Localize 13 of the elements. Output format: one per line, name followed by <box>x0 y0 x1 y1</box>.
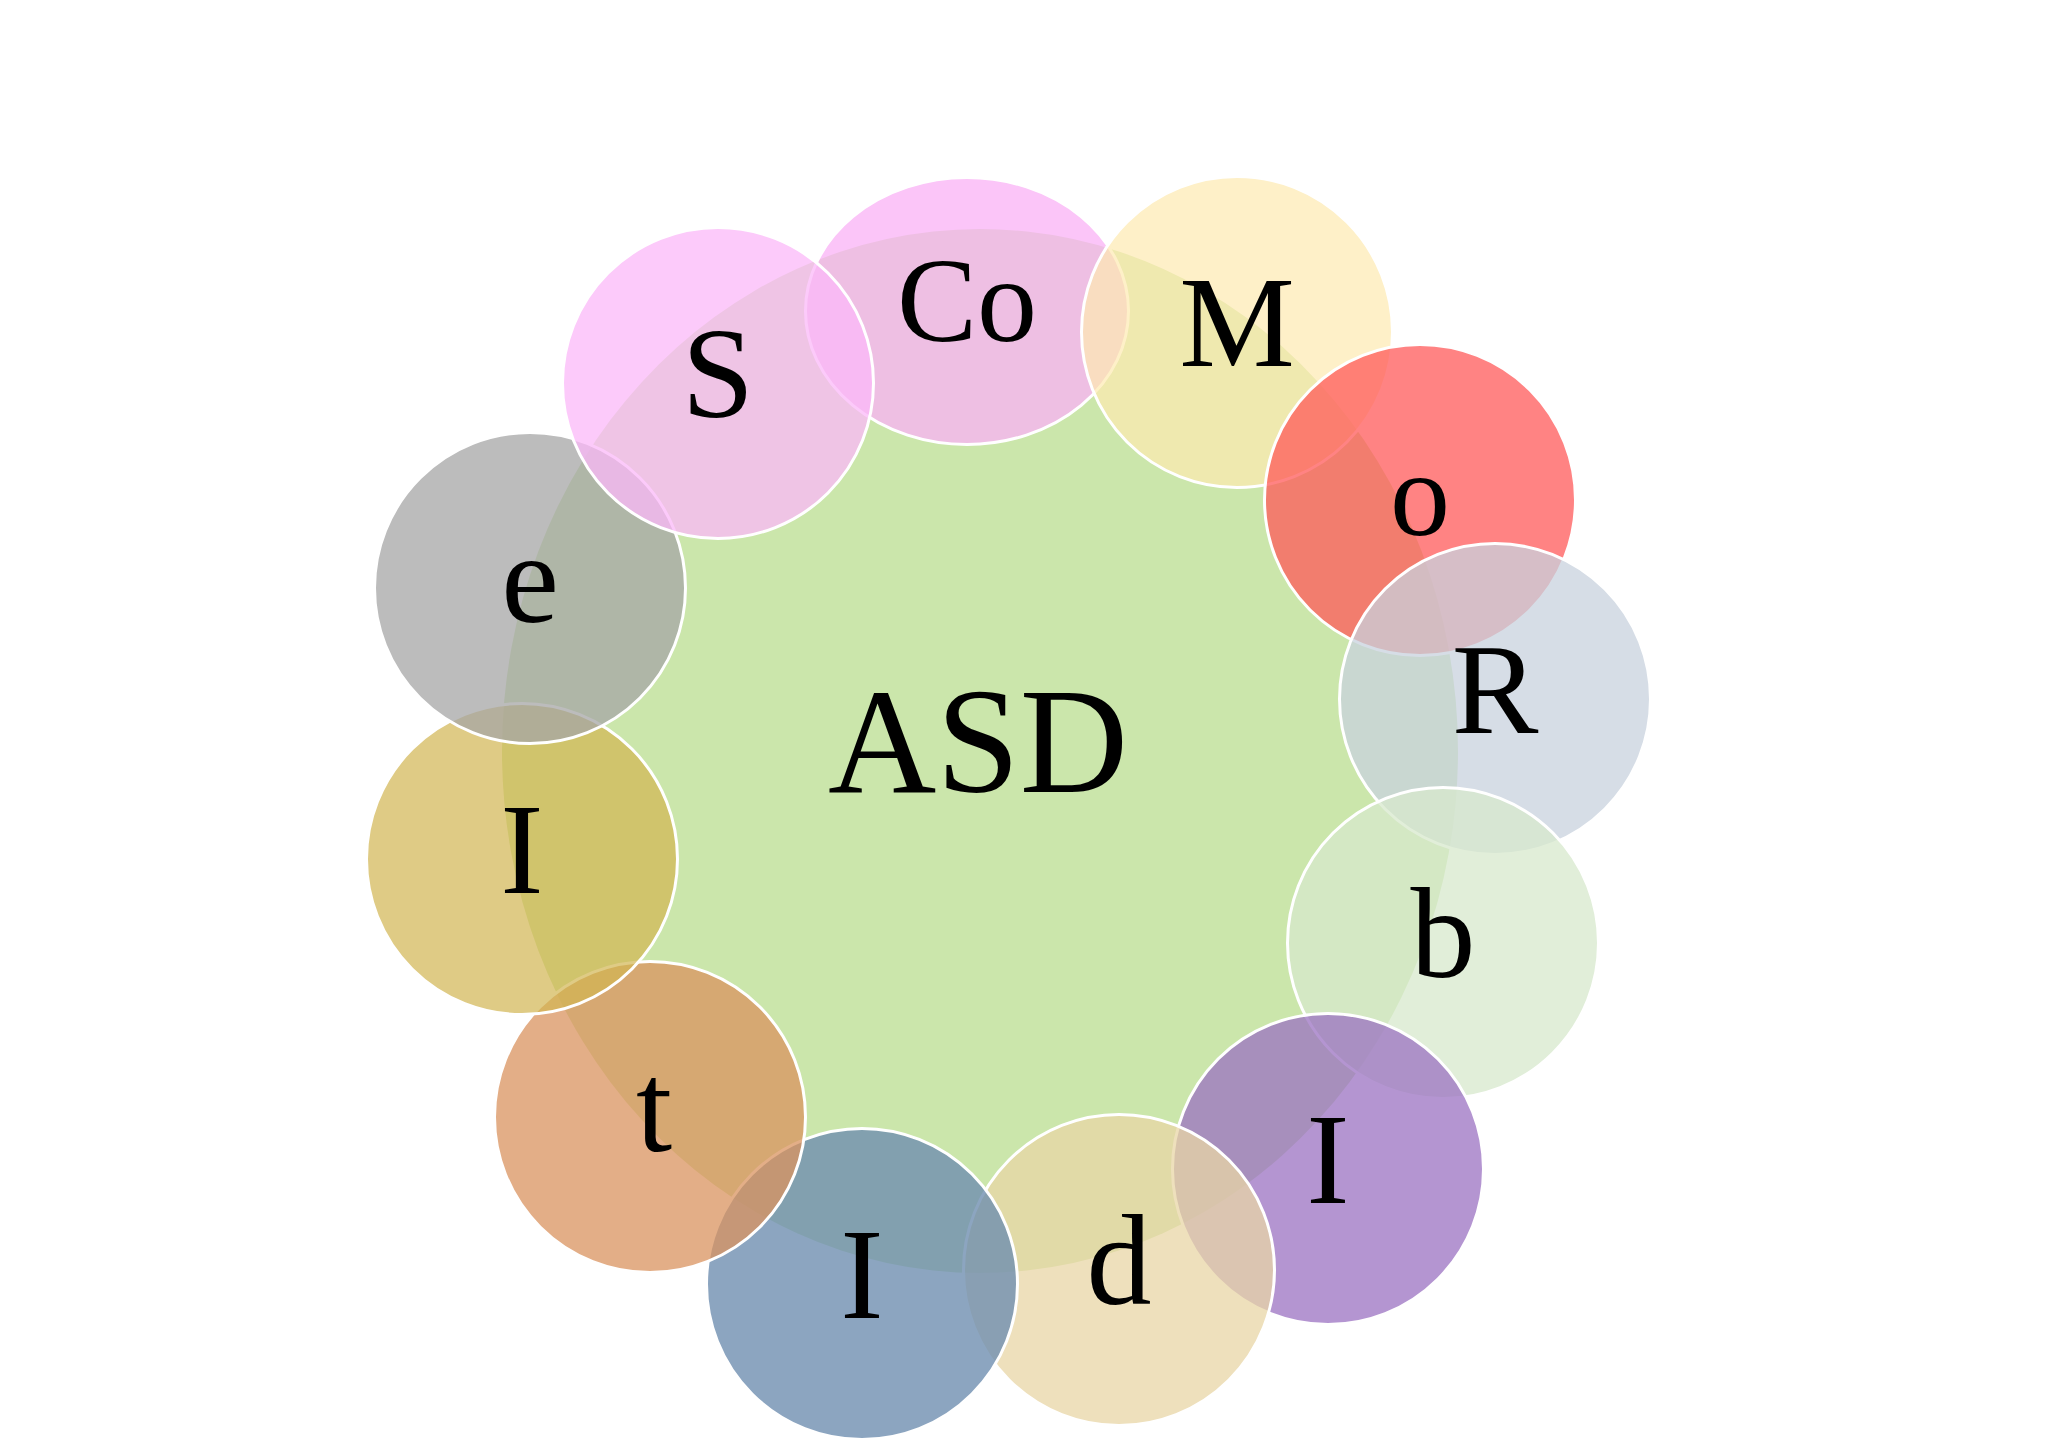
circle-label: d <box>1086 1195 1152 1325</box>
center-label: ASD <box>827 666 1129 816</box>
circle-label: I <box>840 1209 884 1339</box>
circle-label: I <box>500 784 544 914</box>
circle-label: t <box>635 1042 673 1172</box>
circle-label: Co <box>897 241 1037 361</box>
circle-label: R <box>1451 624 1539 754</box>
circle-label: e <box>501 513 559 643</box>
circle-label: o <box>1390 435 1450 555</box>
circle-label: I <box>1306 1094 1350 1224</box>
circle-label: S <box>681 308 755 438</box>
circle-label: M <box>1179 257 1295 387</box>
circle-label: b <box>1410 868 1476 998</box>
